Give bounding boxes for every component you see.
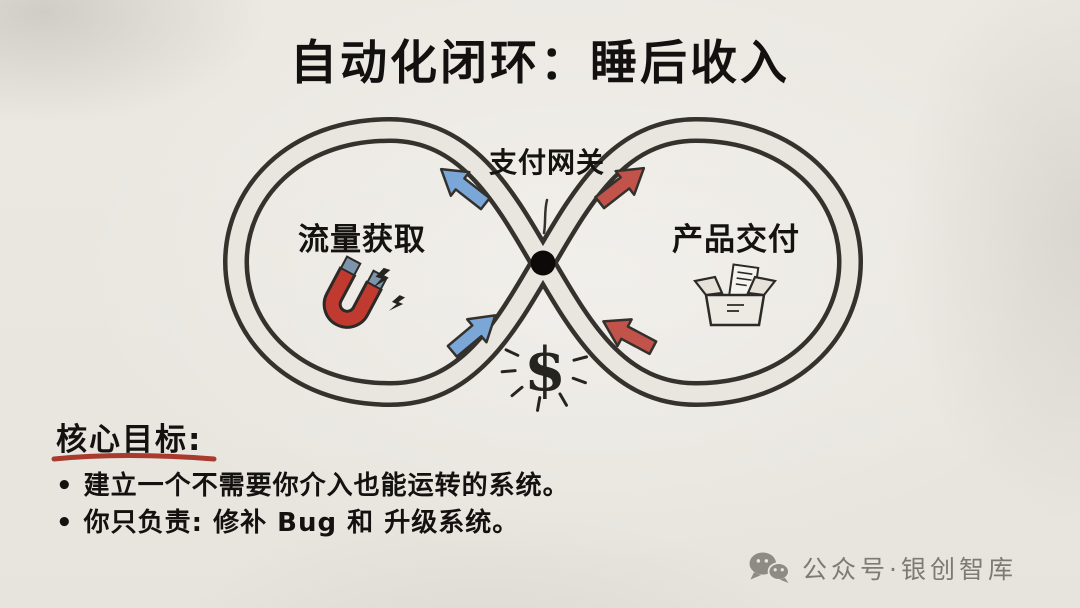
dollar-sign-icon: $ — [500, 335, 589, 412]
flow-arrow-right-bottom-icon — [602, 318, 658, 356]
label-product-delivery: 产品交付 — [672, 222, 800, 258]
wechat-icon — [749, 552, 790, 584]
label-traffic-acquisition: 流量获取 — [298, 222, 426, 258]
label-payment-gateway: 支付网关 — [488, 146, 606, 179]
core-goal-bullet-1: • 建立一个不需要你介入也能运转的系统。 — [56, 471, 570, 501]
label-connector-line — [542, 198, 549, 235]
center-node-dot — [530, 250, 556, 276]
magnet-icon — [322, 255, 389, 329]
heading-underline — [51, 453, 217, 462]
flow-arrow-right-top-icon — [594, 166, 646, 210]
package-box-icon — [693, 263, 777, 327]
watermark-text: 公众号·银创智库 — [802, 555, 1017, 584]
lightning-bolt-icon — [373, 267, 391, 288]
flow-arrow-left-bottom-icon — [446, 314, 497, 358]
lightning-bolt-icon — [388, 295, 406, 311]
watermark: 公众号·银创智库 — [746, 546, 1017, 590]
page-title: 自动化闭环：睡后收入 — [290, 36, 790, 91]
core-goal-bullet-2: • 你只负责: 修补 Bug 和 升级系统。 — [56, 508, 520, 538]
core-goal-heading: 核心目标: — [56, 422, 203, 458]
flow-arrow-left-top-icon — [439, 167, 491, 211]
